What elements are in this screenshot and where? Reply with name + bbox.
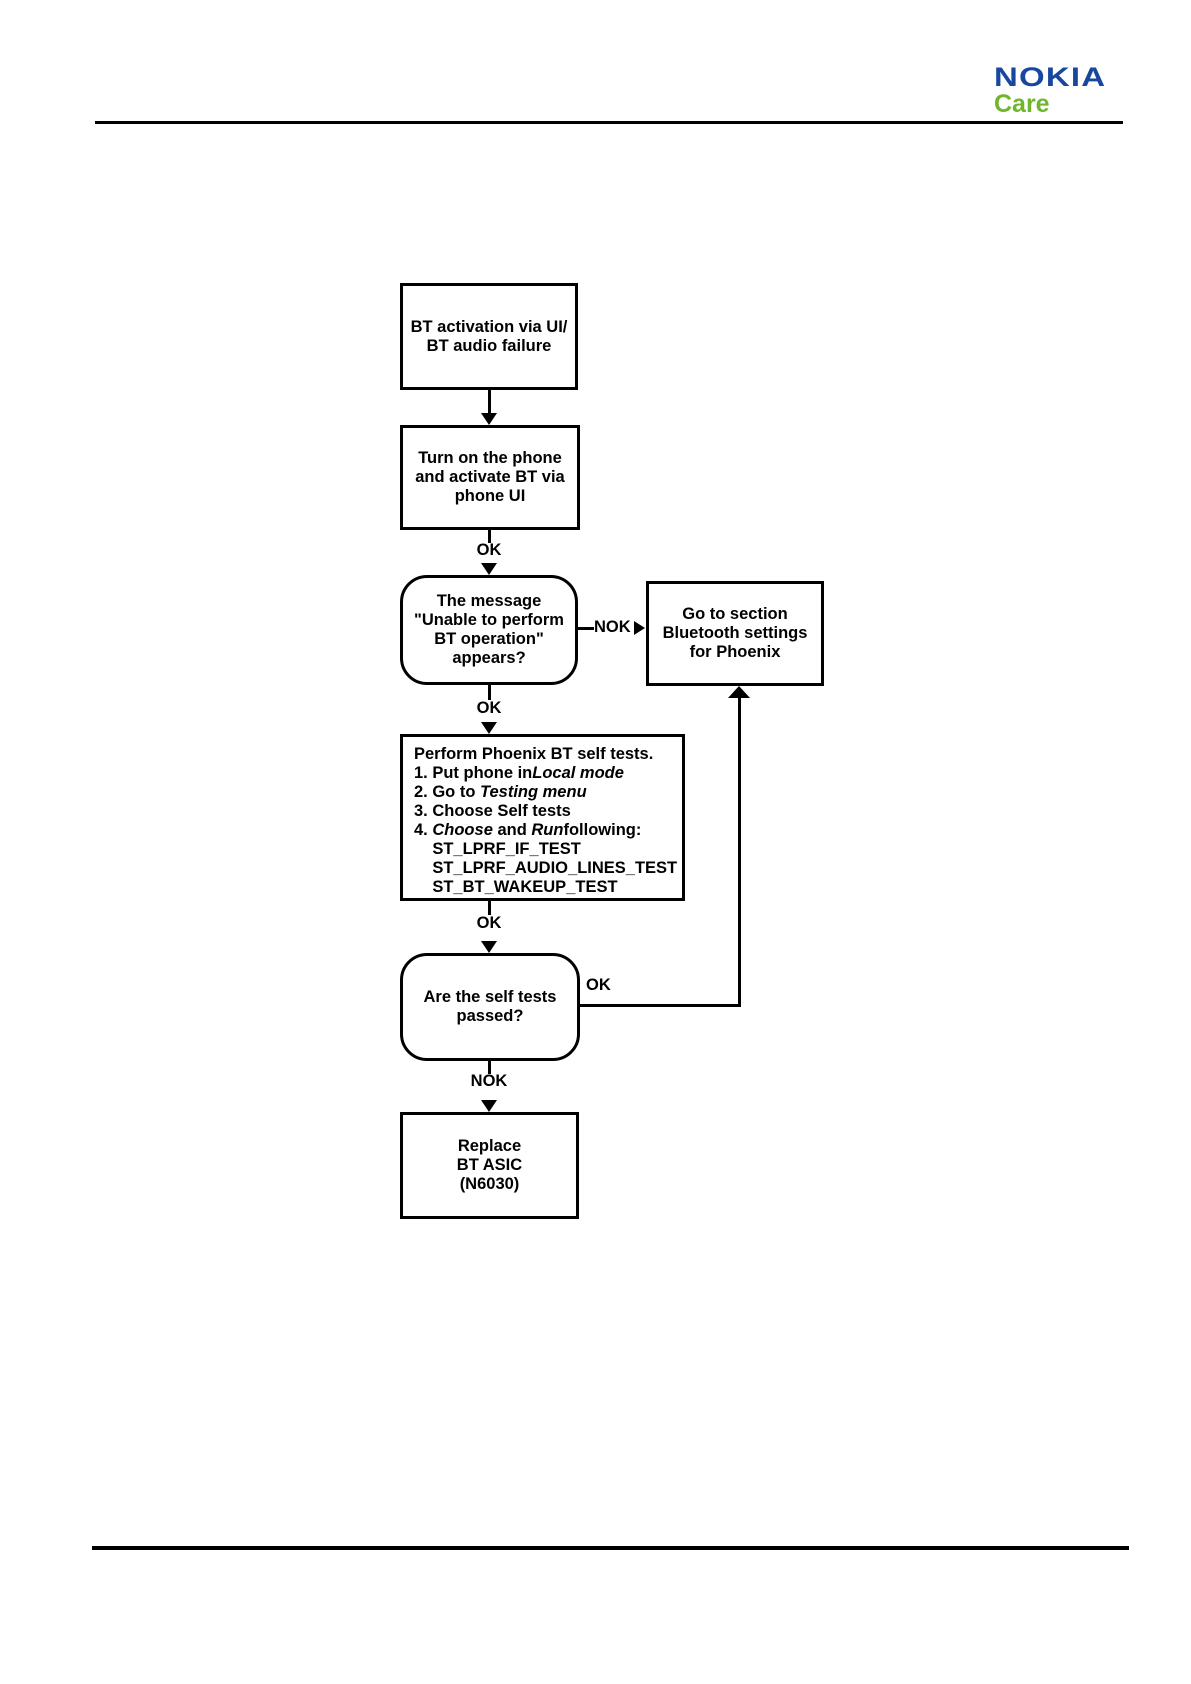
- node-bt-activation-failure: BT activation via UI/BT audio failure: [400, 283, 578, 390]
- header-rule: [95, 121, 1123, 124]
- arrow-up-icon: [728, 686, 750, 698]
- edge-line: [488, 685, 491, 700]
- care-wordmark: Care: [994, 90, 1050, 118]
- edge-line: [738, 697, 741, 1007]
- edge-line: [578, 627, 594, 630]
- edge-label-nok: NOK: [594, 618, 631, 636]
- arrow-down-icon: [481, 413, 497, 425]
- edge-label-ok: OK: [476, 914, 502, 932]
- edge-label-ok: OK: [476, 699, 502, 717]
- node-perform-self-tests: Perform Phoenix BT self tests.1. Put pho…: [400, 734, 685, 901]
- arrow-down-icon: [481, 722, 497, 734]
- arrow-right-icon: [634, 621, 645, 635]
- edge-line: [488, 901, 491, 915]
- nokia-care-logo: NOKIA Care: [994, 64, 1105, 118]
- edge-label-ok: OK: [476, 541, 502, 559]
- edge-label-nok: NOK: [470, 1072, 508, 1090]
- edge-label-ok: OK: [586, 976, 611, 994]
- edge-line: [488, 1061, 491, 1074]
- edge-line: [488, 530, 491, 543]
- edge-line: [488, 390, 491, 415]
- edge-line: [580, 1004, 741, 1007]
- nokia-wordmark: NOKIA: [994, 62, 1107, 92]
- arrow-down-icon: [481, 563, 497, 575]
- arrow-down-icon: [481, 941, 497, 953]
- arrow-down-icon: [481, 1100, 497, 1112]
- footer-rule: [92, 1546, 1129, 1550]
